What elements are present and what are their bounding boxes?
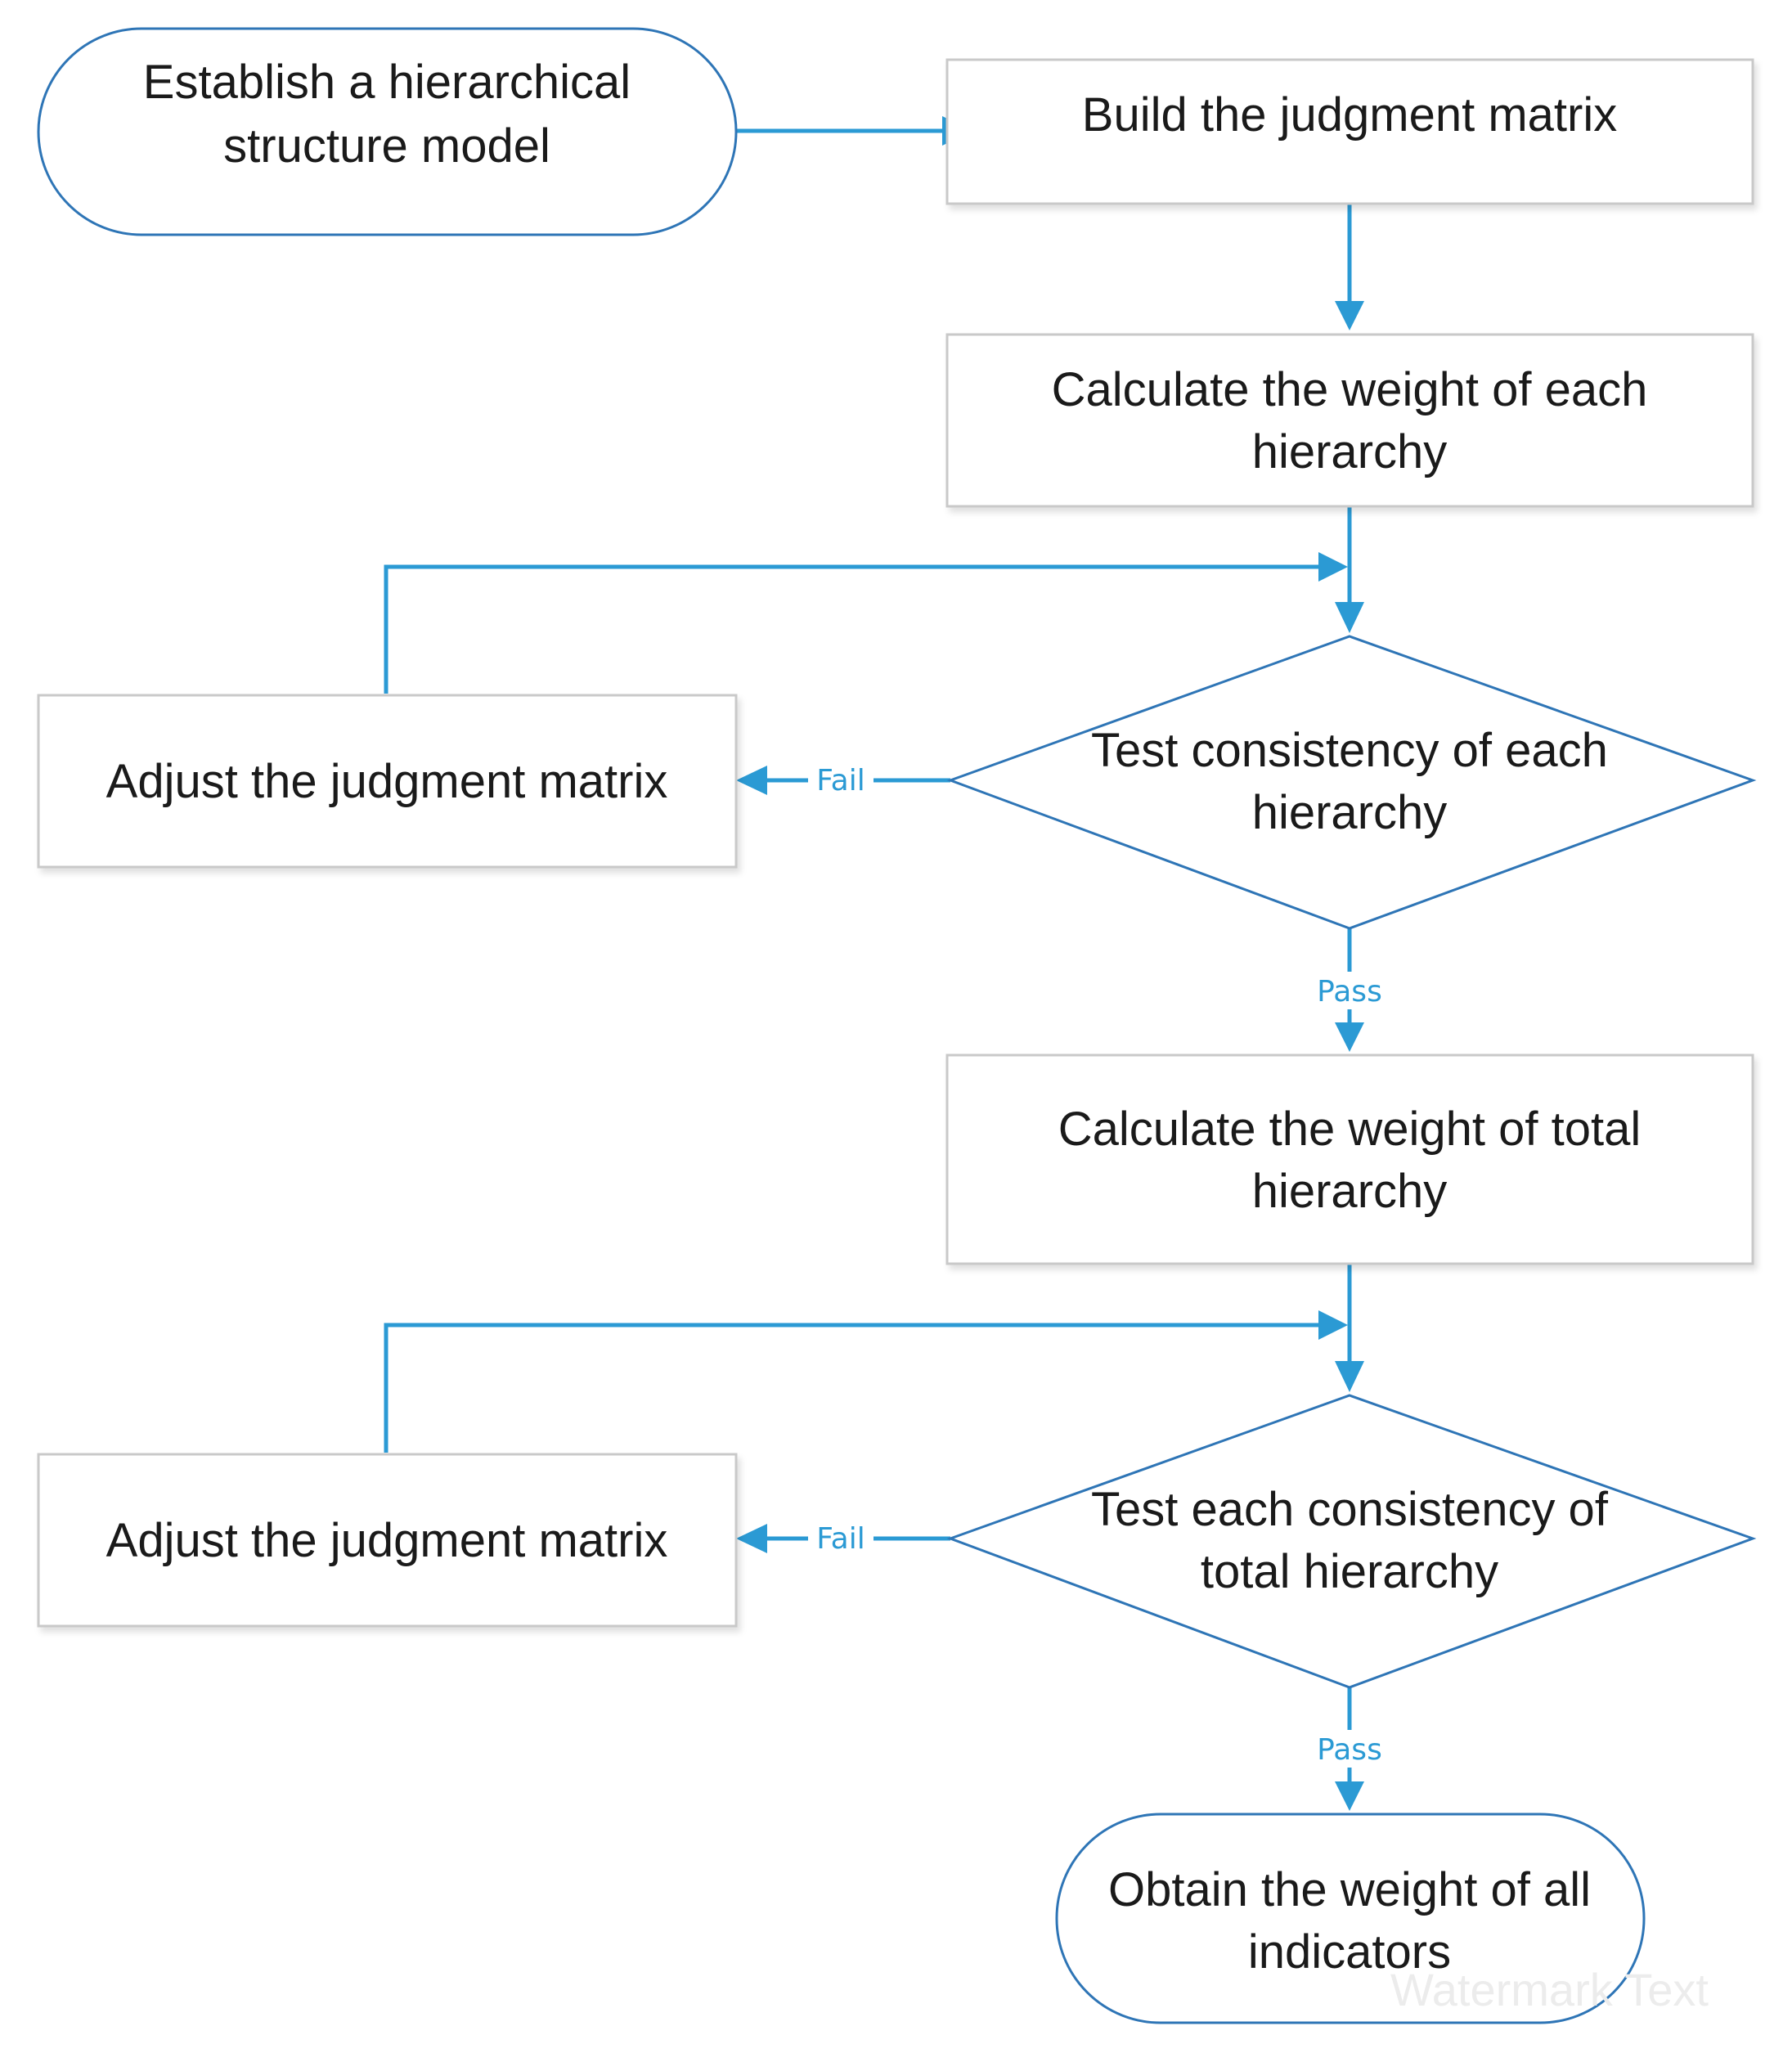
node-test-total-line-2: total hierarchy bbox=[1201, 1545, 1498, 1598]
arrowhead-adjust-2-loop bbox=[1318, 1310, 1348, 1340]
edge-adjust-2-loop bbox=[384, 1323, 1318, 1453]
edges bbox=[384, 116, 1364, 1811]
node-build-line-1: Build the judgment matrix bbox=[1082, 88, 1617, 142]
edge-adjust-1-loop bbox=[384, 564, 1318, 694]
edge-label-pass-1: Pass bbox=[1317, 975, 1382, 1009]
arrowhead-test-total-fail bbox=[736, 1524, 767, 1553]
node-adjust-2: Adjust the judgment matrix bbox=[37, 1453, 738, 1628]
arrowhead-test-each-pass bbox=[1335, 1022, 1364, 1052]
node-build: Build the judgment matrix bbox=[945, 58, 1754, 205]
node-obtain-line-2: indicators bbox=[1248, 1925, 1451, 1979]
node-test-each-line-1: Test consistency of each bbox=[1091, 724, 1608, 777]
node-calc-total: Calculate the weight of total hierarchy bbox=[945, 1053, 1754, 1265]
node-test-each: Test consistency of each hierarchy bbox=[946, 635, 1757, 930]
node-obtain: Obtain the weight of all indicators bbox=[1055, 1813, 1646, 2024]
edge-label-fail-2: Fail bbox=[816, 1522, 865, 1556]
node-establish-line-2: structure model bbox=[223, 119, 550, 173]
arrowhead-build-to-calc-each bbox=[1335, 301, 1364, 330]
arrowhead-test-each-fail bbox=[736, 766, 767, 795]
arrowhead-adjust-1-loop bbox=[1318, 552, 1348, 582]
arrowhead-calc-total-to-test-total bbox=[1335, 1361, 1364, 1392]
edge-labels: Fail Pass Fail Pass bbox=[808, 761, 1389, 1768]
node-test-total-line-1: Test each consistency of bbox=[1091, 1483, 1609, 1536]
arrowhead-test-total-pass bbox=[1335, 1781, 1364, 1811]
node-calc-total-line-2: hierarchy bbox=[1252, 1165, 1448, 1218]
node-calc-each-line-2: hierarchy bbox=[1252, 425, 1448, 478]
node-obtain-line-1: Obtain the weight of all bbox=[1108, 1863, 1591, 1916]
node-adjust-1-line-1: Adjust the judgment matrix bbox=[106, 755, 668, 808]
node-calc-total-line-1: Calculate the weight of total bbox=[1058, 1103, 1642, 1156]
node-test-total: Test each consistency of total hierarchy bbox=[946, 1394, 1757, 1689]
node-adjust-2-line-1: Adjust the judgment matrix bbox=[106, 1514, 668, 1567]
edge-label-fail-1: Fail bbox=[816, 764, 865, 797]
node-establish: Establish a hierarchical structure model bbox=[37, 27, 738, 236]
node-calc-each-line-1: Calculate the weight of each bbox=[1052, 363, 1648, 416]
node-establish-line-1: Establish a hierarchical bbox=[143, 56, 631, 109]
edge-label-pass-2: Pass bbox=[1317, 1733, 1382, 1767]
node-adjust-1: Adjust the judgment matrix bbox=[37, 694, 738, 869]
arrowhead-calc-each-to-test-each bbox=[1335, 602, 1364, 633]
node-test-each-line-2: hierarchy bbox=[1252, 786, 1448, 839]
watermark-text: Watermark Text bbox=[1390, 1964, 1709, 2015]
node-calc-each: Calculate the weight of each hierarchy bbox=[945, 333, 1754, 508]
